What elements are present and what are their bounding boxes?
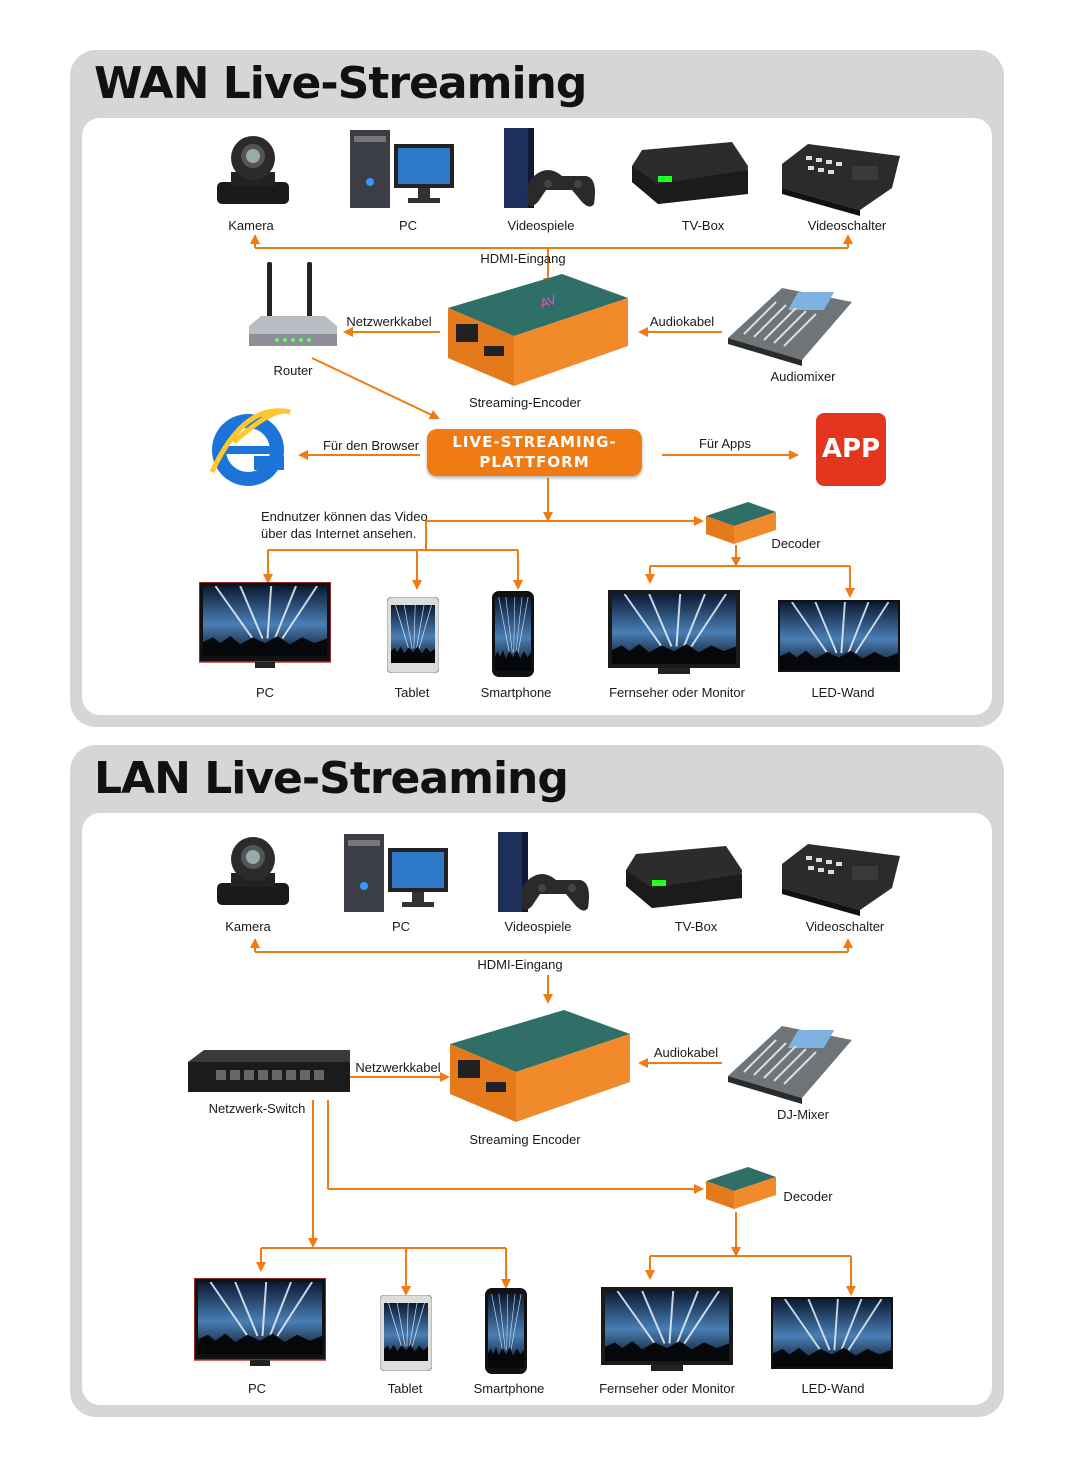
wan-output-label-smartphone: Smartphone	[480, 685, 552, 700]
end-user-note-line-1: Endnutzer können das Video	[261, 509, 428, 524]
lan-output-label-tablet: Tablet	[387, 1381, 423, 1396]
live-streaming-platform: LIVE-STREAMING- PLATTFORM	[427, 429, 642, 476]
wan-output-label-tablet: Tablet	[394, 685, 430, 700]
network-switch-icon	[188, 1050, 350, 1092]
monitor-icon	[199, 582, 331, 668]
wan-output-label-led-wand: LED-Wand	[811, 685, 875, 700]
lan-output-label-led-wand: LED-Wand	[801, 1381, 865, 1396]
end-user-note-line-2: über das Internet ansehen.	[261, 526, 417, 541]
wan-title: WAN Live-Streaming	[94, 58, 587, 109]
wan-audio-device-label: Audiomixer	[770, 369, 836, 384]
game-console-icon	[504, 128, 595, 208]
wan-hdmi-label: HDMI-Eingang	[480, 251, 566, 266]
lan-title: LAN Live-Streaming	[94, 753, 569, 804]
wan-output-label-fernseher: Fernseher oder Monitor	[609, 685, 745, 700]
lan-source-label-tv-box: TV-Box	[674, 919, 718, 934]
platform-line-2: PLATTFORM	[479, 453, 590, 471]
lan-source-label-videospiele: Videospiele	[504, 919, 572, 934]
wan-source-label-videospiele: Videospiele	[507, 218, 575, 233]
encoder-icon: AV	[448, 274, 628, 386]
lan-tv-box-icon	[626, 846, 742, 908]
tv-icon	[608, 590, 740, 674]
camera-icon	[217, 136, 289, 204]
lan-encoder-label: Streaming Encoder	[469, 1132, 581, 1147]
end-user-note: Endnutzer können das Video über das Inte…	[261, 508, 428, 542]
lan-tv-icon	[601, 1287, 733, 1371]
lan-smartphone-icon	[485, 1288, 527, 1374]
router-icon	[249, 262, 337, 346]
wan-encoder-label: Streaming-Encoder	[469, 395, 581, 410]
lan-decoder-label: Decoder	[783, 1189, 833, 1204]
platform-line-1: LIVE-STREAMING-	[452, 433, 617, 451]
lan-camera-icon	[217, 837, 289, 905]
pc-icon	[350, 130, 454, 208]
wan-source-label-videoschalter: Videoschalter	[807, 218, 887, 233]
wan-source-label-pc: PC	[398, 218, 418, 233]
lan-output-label-smartphone: Smartphone	[473, 1381, 545, 1396]
svg-text:AV: AV	[539, 292, 559, 310]
lan-video-switcher-icon	[782, 844, 900, 916]
lan-decoder-icon	[706, 1167, 776, 1209]
lan-output-label-fernseher: Fernseher oder Monitor	[599, 1381, 735, 1396]
smartphone-icon	[492, 591, 534, 677]
lan-pc-icon	[344, 834, 448, 912]
lan-audio-cable-label: Audiokabel	[653, 1045, 719, 1060]
wan-output-label-pc: PC	[255, 685, 275, 700]
lan-game-console-icon	[498, 832, 589, 912]
lan-source-label-videoschalter: Videoschalter	[805, 919, 885, 934]
apps-label: Für Apps	[698, 436, 752, 451]
tv-box-icon	[632, 142, 748, 204]
wan-network-cable-label: Netzwerkkabel	[346, 314, 432, 329]
browser-label: Für den Browser	[322, 438, 420, 453]
lan-source-label-kamera: Kamera	[225, 919, 271, 934]
video-switcher-icon	[782, 144, 900, 216]
app-badge: APP	[816, 413, 886, 486]
lan-network-cable-label: Netzwerkkabel	[355, 1060, 441, 1075]
lan-source-label-pc: PC	[391, 919, 411, 934]
lan-audio-device-label: DJ-Mixer	[777, 1107, 829, 1122]
router-label: Router	[273, 363, 313, 378]
lan-hdmi-label: HDMI-Eingang	[477, 957, 563, 972]
lan-led-wall-icon	[771, 1297, 893, 1369]
lan-tablet-icon	[380, 1295, 432, 1371]
decoder-icon	[706, 502, 776, 544]
wan-audio-cable-label: Audiokabel	[649, 314, 715, 329]
dj-mixer-icon	[728, 1026, 852, 1104]
tablet-icon	[387, 597, 439, 673]
wan-source-label-kamera: Kamera	[228, 218, 274, 233]
wan-decoder-label: Decoder	[771, 536, 821, 551]
switch-label: Netzwerk-Switch	[208, 1101, 306, 1116]
lan-monitor-icon	[194, 1278, 326, 1366]
lan-output-label-pc: PC	[247, 1381, 267, 1396]
lan-encoder-icon	[450, 1010, 630, 1122]
audio-mixer-icon	[728, 288, 852, 366]
led-wall-icon	[778, 600, 900, 672]
wan-source-label-tv-box: TV-Box	[681, 218, 725, 233]
browser-icon	[209, 408, 291, 486]
